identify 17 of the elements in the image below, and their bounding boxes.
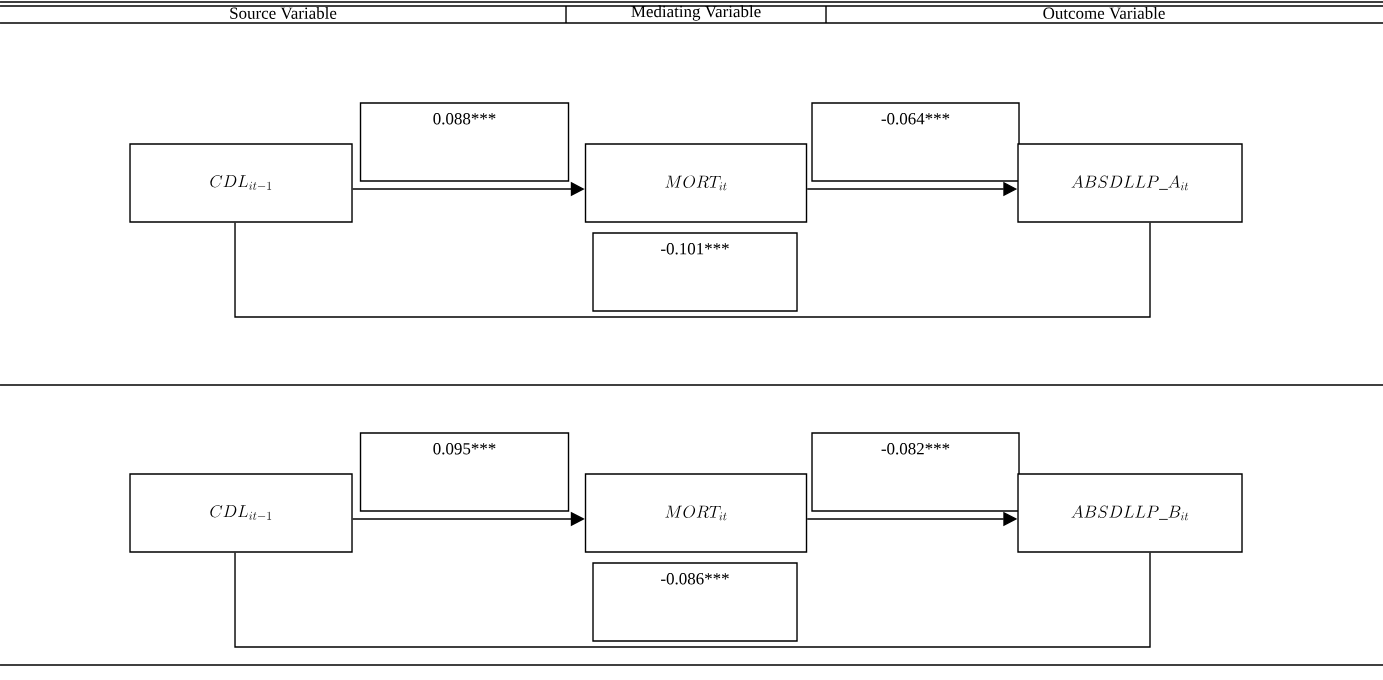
column-header: Mediating Variable [631, 5, 761, 21]
variable-box: $CDL_{it-1}$ [129, 473, 353, 553]
connector-line [234, 552, 1151, 648]
connector-line [234, 222, 1151, 318]
coefficient-box: -0.101*** [592, 232, 798, 312]
variable-box: $ABSDLLP\_B_{it}$ [1017, 473, 1243, 553]
coefficient-box: -0.082*** [811, 432, 1020, 512]
coefficient-box: -0.086*** [592, 562, 798, 642]
variable-box: $MORT_{it}$ [584, 143, 808, 223]
coefficient-box: 0.088*** [359, 102, 570, 182]
column-header: Source Variable [230, 7, 337, 19]
column-header: Outcome Variable [1043, 7, 1165, 19]
variable-box: $CDL_{it-1}$ [129, 143, 353, 223]
coefficient-box: 0.095*** [359, 432, 570, 512]
variable-box: $MORT_{it}$ [584, 473, 808, 553]
variable-box: $ABSDLLP\_A_{it}$ [1017, 143, 1243, 223]
coefficient-box: -0.064*** [811, 102, 1020, 182]
